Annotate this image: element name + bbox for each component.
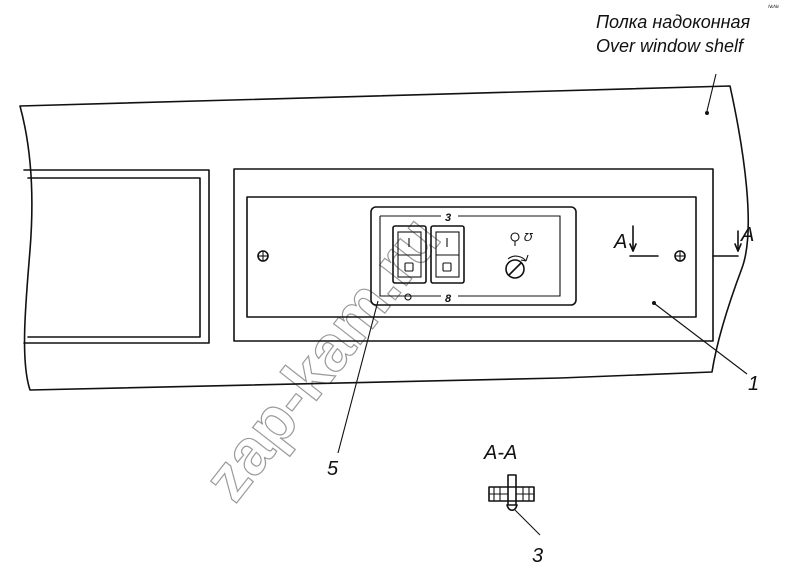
shelf-leader <box>706 73 717 112</box>
callout-5: 5 <box>327 458 339 480</box>
callout-3: 3 <box>532 545 543 567</box>
panel-recess <box>233 168 714 342</box>
shelf-label-en: Over window shelf <box>596 36 745 56</box>
control-panel <box>246 196 697 318</box>
callout-1-dot <box>652 301 656 305</box>
section-cut-line <box>629 225 742 257</box>
shelf-outline <box>19 85 749 391</box>
section-mark-right: A <box>740 224 754 246</box>
switch-module-inner-frame <box>379 215 561 297</box>
indicator-small-icon <box>404 293 412 301</box>
screw-left-icon <box>257 250 269 262</box>
corner-mark: №№ <box>768 4 779 10</box>
callout-1-leader <box>654 303 748 375</box>
switch-module <box>370 206 577 306</box>
shelf-leader-dot <box>705 111 709 115</box>
window-recess-frame <box>23 169 210 344</box>
section-mark-left: A <box>613 231 627 253</box>
switch-bottom-mark: 8 <box>445 293 452 305</box>
section-title: A-A <box>483 442 517 464</box>
section-view-fastener <box>488 474 535 512</box>
watermark: zap-kam.ru <box>189 203 454 514</box>
shelf-label-ru: Полка надоконная <box>596 12 751 32</box>
rotary-knob-icon[interactable] <box>505 254 529 279</box>
lamp-mark: ℧ <box>523 232 533 244</box>
lamp-icon <box>510 232 520 246</box>
callout-3-leader <box>514 509 541 536</box>
switch-top-mark: 3 <box>445 212 451 224</box>
screw-right-icon <box>674 250 686 262</box>
callout-1: 1 <box>748 373 759 395</box>
rocker-switch-left[interactable] <box>392 225 427 284</box>
callout-5-leader <box>337 300 379 454</box>
window-recess-inner <box>27 177 201 338</box>
rocker-switch-right[interactable] <box>430 225 465 284</box>
